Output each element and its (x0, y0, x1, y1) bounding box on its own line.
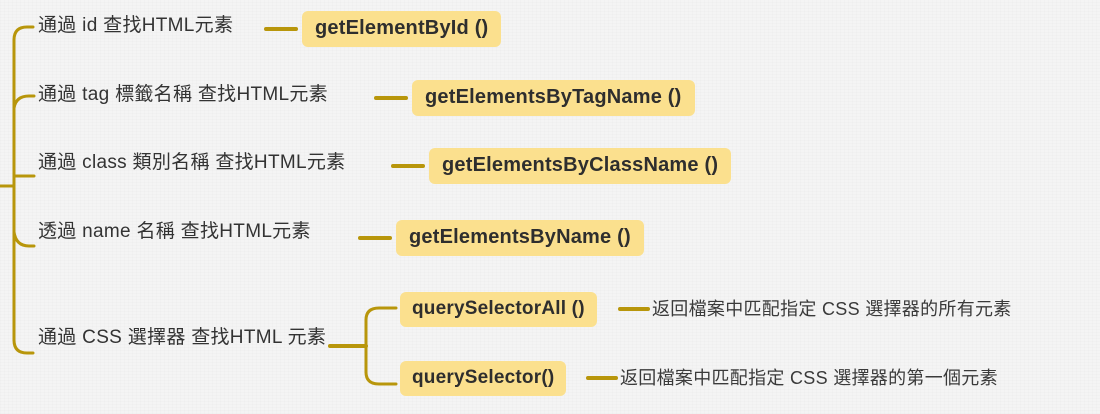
branch-label-by-tag[interactable]: 通過 tag 標籤名稱 查找HTML元素 (38, 85, 328, 104)
method-chip-text-query-selector-all: querySelectorAll () (400, 292, 597, 327)
method-chip-text-by-class: getElementsByClassName () (429, 148, 732, 184)
method-chip-query-selector[interactable]: querySelector() (400, 361, 567, 396)
method-chip-by-name[interactable]: getElementsByName () (396, 220, 644, 256)
method-chip-by-tag[interactable]: getElementsByTagName () (412, 80, 695, 116)
subbranch-curve-qs (364, 370, 398, 386)
method-chip-text-by-tag: getElementsByTagName () (412, 80, 695, 116)
description-text-query-selector-all: 返回檔案中匹配指定 CSS 選擇器的所有元素 (652, 299, 1012, 319)
branch-label-text-by-id: 通過 id 查找HTML元素 (38, 15, 234, 36)
method-chip-text-by-id: getElementById () (302, 11, 502, 47)
branch-curve-css (12, 338, 35, 355)
description-query-selector: 返回檔案中匹配指定 CSS 選擇器的第一個元素 (620, 369, 998, 387)
description-text-query-selector: 返回檔案中匹配指定 CSS 選擇器的第一個元素 (620, 368, 998, 388)
branch-curve-id (12, 25, 35, 42)
branch-label-text-by-name: 透過 name 名稱 查找HTML元素 (38, 221, 311, 242)
branch-label-text-by-tag: 通過 tag 標籤名稱 查找HTML元素 (38, 84, 328, 105)
method-chip-query-selector-all[interactable]: querySelectorAll () (400, 292, 597, 327)
branch-curve-name (12, 230, 36, 248)
branch-label-text-by-css: 通過 CSS 選擇器 查找HTML 元素 (38, 327, 327, 348)
subbranch-curve-qsa (364, 306, 398, 322)
method-chip-by-class[interactable]: getElementsByClassName () (429, 148, 732, 184)
branch-label-by-css[interactable]: 通過 CSS 選擇器 查找HTML 元素 (38, 328, 326, 347)
method-chip-text-by-name: getElementsByName () (396, 220, 644, 256)
branch-label-by-class[interactable]: 通過 class 類別名稱 查找HTML元素 (38, 153, 345, 172)
branch-label-text-by-class: 通過 class 類別名稱 查找HTML元素 (38, 152, 346, 173)
branch-label-by-name[interactable]: 透過 name 名稱 查找HTML元素 (38, 222, 311, 241)
description-query-selector-all: 返回檔案中匹配指定 CSS 選擇器的所有元素 (652, 300, 1012, 318)
branch-label-by-id[interactable]: 通過 id 查找HTML元素 (38, 16, 233, 35)
method-chip-text-query-selector: querySelector() (400, 361, 567, 396)
method-chip-by-id[interactable]: getElementById () (302, 11, 502, 47)
branch-curve-tag (12, 94, 36, 110)
